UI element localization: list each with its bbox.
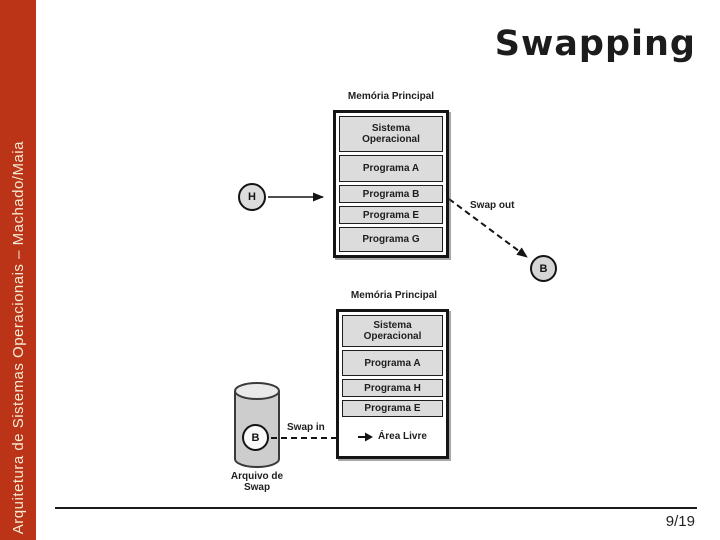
arrow-right-icon bbox=[358, 432, 374, 441]
free-area-row: Área Livre bbox=[342, 420, 443, 453]
page-title: Swapping bbox=[494, 24, 696, 64]
footer-divider bbox=[55, 507, 697, 509]
memory-label-bottom: Memória Principal bbox=[350, 290, 438, 301]
process-h-circle: H bbox=[238, 183, 266, 211]
memory-row: Programa A bbox=[339, 155, 443, 182]
main-memory-top: Sistema Operacional Programa A Programa … bbox=[333, 110, 449, 258]
process-b-circle-out: B bbox=[530, 255, 557, 282]
memory-row: Programa A bbox=[342, 350, 443, 376]
memory-label-top: Memória Principal bbox=[347, 91, 435, 102]
process-b-circle-in: B bbox=[242, 424, 269, 451]
sidebar: Arquitetura de Sistemas Operacionais – M… bbox=[0, 0, 36, 540]
memory-row: Programa E bbox=[339, 206, 443, 224]
swap-in-label: Swap in bbox=[287, 422, 325, 433]
free-area-label: Área Livre bbox=[378, 431, 427, 442]
sidebar-book-reference: Arquitetura de Sistemas Operacionais – M… bbox=[9, 140, 27, 534]
memory-row: Sistema Operacional bbox=[339, 116, 443, 152]
memory-row: Sistema Operacional bbox=[342, 315, 443, 347]
memory-row: Programa H bbox=[342, 379, 443, 397]
swap-file-label: Arquivo de Swap bbox=[230, 471, 284, 493]
swap-out-label: Swap out bbox=[470, 200, 515, 211]
memory-row: Programa B bbox=[339, 185, 443, 203]
memory-row: Programa E bbox=[342, 400, 443, 417]
memory-row: Programa G bbox=[339, 227, 443, 252]
page-number: 9/19 bbox=[665, 513, 695, 530]
main-memory-bottom: Sistema Operacional Programa A Programa … bbox=[336, 309, 449, 459]
